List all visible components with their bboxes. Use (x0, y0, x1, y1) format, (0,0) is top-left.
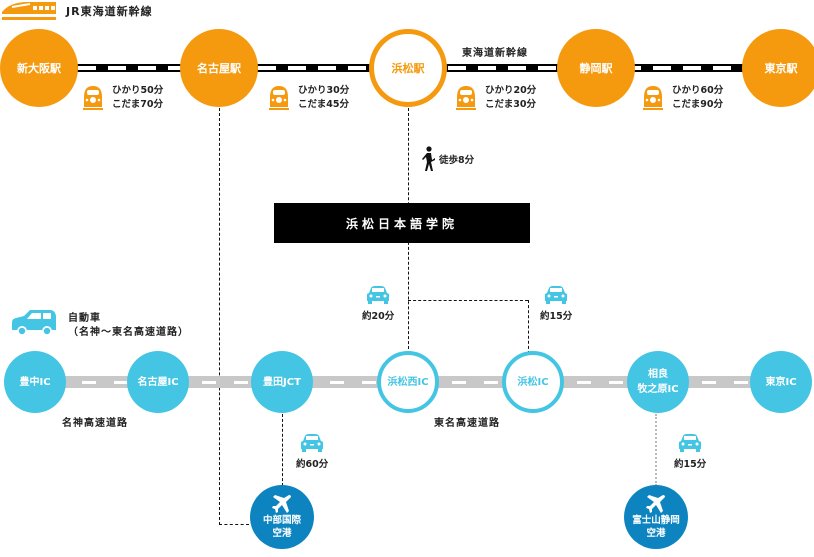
hikari-time: ひかり50分 (112, 85, 164, 96)
road-segment (430, 376, 510, 388)
train-front-icon (269, 86, 289, 110)
ic-toyota-jct[interactable]: 豊田JCT (251, 351, 313, 413)
ic-label-line1: 相良 (648, 369, 668, 380)
hikari-time: ひかり30分 (298, 85, 350, 96)
nagoya-to-chubu-connector (219, 524, 249, 525)
drive-time-sagara-fuji: 約15分 (674, 434, 706, 470)
station-hamamatsu[interactable]: 浜松駅 (369, 29, 447, 107)
bullet-train-icon (2, 2, 56, 20)
car-legend-line2: （名神〜東名高速道路） (68, 327, 189, 338)
school-name-box[interactable]: 浜松日本語学院 (274, 203, 530, 243)
school-name: 浜松日本語学院 (345, 216, 458, 231)
header-title: JR東海道新幹線 (66, 5, 153, 18)
car-front-icon (545, 286, 568, 304)
station-shin-osaka[interactable]: 新大阪駅 (0, 29, 78, 107)
ic-nagoya[interactable]: 名古屋IC (127, 351, 189, 413)
drive-time-label: 約60分 (296, 459, 329, 470)
ic-label: 豊中IC (19, 376, 51, 388)
airplane-icon (646, 495, 665, 513)
car-icon (12, 310, 56, 336)
station-tokyo[interactable]: 東京駅 (742, 29, 814, 107)
ic-hamamatsunishi[interactable]: 浜松西IC (377, 351, 439, 413)
ic-label: 東京IC (765, 376, 797, 388)
meishin-road-name: 名神高速道路 (62, 418, 128, 429)
car-front-icon (679, 434, 702, 452)
school-to-hamamatsu-ic-connector (528, 300, 529, 354)
car-legend-line1: 自動車 (68, 313, 101, 324)
ic-label: 名古屋IC (137, 376, 179, 388)
airport-chubu[interactable]: 中部国際 空港 (250, 485, 314, 549)
kodama-time: こだま90分 (672, 99, 724, 110)
ic-label: 豊田JCT (263, 376, 301, 388)
ic-label: 浜松西IC (387, 376, 429, 388)
station-shizuoka[interactable]: 静岡駅 (557, 29, 635, 107)
walk-time: 徒歩8分 (422, 146, 474, 172)
segment-info: ひかり60分こだま90分 (642, 84, 723, 112)
airport-name-line2: 空港 (646, 528, 666, 539)
drive-time-label: 約15分 (674, 459, 707, 470)
road-segment (555, 376, 635, 388)
road-segment (680, 376, 760, 388)
walk-label: 徒歩8分 (439, 155, 475, 166)
tomei-road-name: 東名高速道路 (434, 418, 500, 429)
nagoya-to-chubu-connector (219, 108, 220, 525)
kodama-time: こだま30分 (485, 99, 537, 110)
kodama-time: こだま45分 (298, 99, 350, 110)
airport-name-line1: 中部国際 (262, 515, 301, 526)
road-segment (308, 376, 390, 388)
ic-toyonaka[interactable]: 豊中IC (4, 351, 66, 413)
school-to-hamamatsu-ic-connector (408, 300, 528, 301)
ic-hamamatsu[interactable]: 浜松IC (502, 351, 564, 413)
walking-person-icon (422, 146, 435, 171)
segment-info: ひかり30分こだま45分 (268, 84, 349, 112)
rail-segment (615, 64, 755, 72)
station-label: 静岡駅 (579, 62, 613, 75)
kodama-time: こだま70分 (112, 99, 164, 110)
rail-segment (250, 64, 385, 72)
rail-segment (70, 64, 200, 72)
airport-name-line1: 富士山静岡 (632, 515, 680, 526)
airport-name-line2: 空港 (272, 528, 292, 539)
ic-sagara-makinohara[interactable]: 相良牧之原IC (627, 351, 689, 413)
drive-time-label: 約20分 (362, 311, 395, 322)
drive-time-hamamatsunishi: 約20分 (362, 286, 394, 322)
train-front-icon (643, 86, 663, 110)
airplane-icon (272, 495, 291, 513)
train-front-icon (83, 86, 103, 110)
drive-time-hamamatsu: 約15分 (540, 286, 572, 322)
sagara-to-fuji-connector (655, 414, 657, 486)
segment-info: ひかり50分こだま70分 (82, 84, 163, 112)
road-segment (60, 376, 140, 388)
airport-fuji-shizuoka[interactable]: 富士山静岡 空港 (624, 485, 688, 549)
station-nagoya[interactable]: 名古屋駅 (180, 29, 258, 107)
rail-segment (440, 64, 565, 72)
station-label: 名古屋駅 (197, 62, 241, 75)
car-front-icon (367, 286, 390, 304)
drive-time-label: 約15分 (540, 311, 573, 322)
toyota-to-chubu-connector (282, 414, 283, 486)
segment-info: ひかり20分こだま30分 (455, 84, 536, 112)
drive-time-toyota-chubu: 約60分 (296, 434, 328, 470)
station-label: 東京駅 (764, 62, 798, 75)
ic-tokyo[interactable]: 東京IC (750, 351, 812, 413)
ic-label-line2: 牧之原IC (637, 384, 679, 395)
train-front-icon (456, 86, 476, 110)
car-front-icon (301, 434, 324, 452)
ic-label: 浜松IC (517, 376, 549, 388)
car-legend-text: 自動車 （名神〜東名高速道路） (68, 312, 189, 340)
hikari-time: ひかり20分 (485, 85, 537, 96)
hikari-time: ひかり60分 (672, 85, 724, 96)
line-name: 東海道新幹線 (462, 48, 528, 59)
station-label: 浜松駅 (391, 62, 425, 75)
road-segment (180, 376, 260, 388)
station-label: 新大阪駅 (17, 62, 61, 75)
